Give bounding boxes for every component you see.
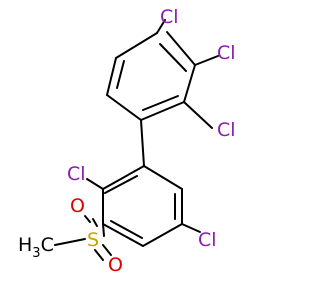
bond-cl-top	[156, 19, 166, 34]
atom-cl-left: Cl	[67, 163, 86, 185]
atom-ch3-h: H	[18, 234, 32, 256]
atom-o-top: O	[70, 195, 85, 217]
bonds	[54, 19, 219, 261]
bond-upper-ring-2	[183, 64, 196, 103]
bond-s-ch3	[54, 238, 86, 246]
bond-s-o-top-b	[92, 218, 98, 227]
bond-biphenyl-link	[140, 119, 145, 167]
bond-lower-ring-1	[102, 165, 145, 190]
bond-lower-ring-3	[102, 223, 144, 247]
bond-upper-ring-1	[166, 31, 196, 66]
molecule-structure-svg: Cl Cl Cl Cl Cl S O O H3C	[18, 6, 236, 276]
bond-cl-left	[86, 178, 104, 190]
bond-cl-bottom	[181, 223, 201, 233]
atom-cl-top: Cl	[160, 6, 179, 28]
bond-lower-ring-1b	[104, 175, 138, 194]
molecule-diagram: Cl Cl Cl Cl Cl S O O H3C	[18, 6, 236, 276]
atom-cl-mid: Cl	[217, 119, 236, 141]
bond-upper-ring-3b	[142, 95, 179, 111]
bond-cl-right	[194, 55, 219, 66]
bond-s-o-bottom-a	[94, 249, 104, 261]
bond-s-o-bottom-b	[102, 244, 112, 256]
bond-upper-ring-5	[106, 57, 117, 96]
bond-upper-ring-3	[140, 101, 185, 121]
atom-ch3-c: C	[41, 234, 54, 256]
bond-lower-ring-4	[142, 223, 183, 247]
bond-cl-mid	[183, 101, 213, 129]
bond-c-s	[102, 223, 105, 237]
atom-ch3-subscript: 3	[32, 246, 40, 261]
atom-ch3: H3C	[18, 234, 54, 261]
atom-labels: Cl Cl Cl Cl Cl S O O H3C	[18, 6, 236, 276]
bond-upper-ring-1b	[159, 43, 187, 72]
bond-upper-ring-4	[106, 94, 142, 121]
bond-lower-ring-6	[143, 165, 183, 190]
bond-s-o-top-a	[84, 215, 91, 223]
bond-upper-ring-6	[115, 32, 158, 59]
atom-o-bottom: O	[108, 254, 123, 276]
atom-cl-right: Cl	[217, 42, 236, 64]
bond-lower-ring-3b	[110, 220, 143, 239]
atom-s: S	[87, 229, 99, 251]
atom-cl-bottom: Cl	[198, 229, 217, 251]
bond-upper-ring-5b	[116, 60, 125, 89]
